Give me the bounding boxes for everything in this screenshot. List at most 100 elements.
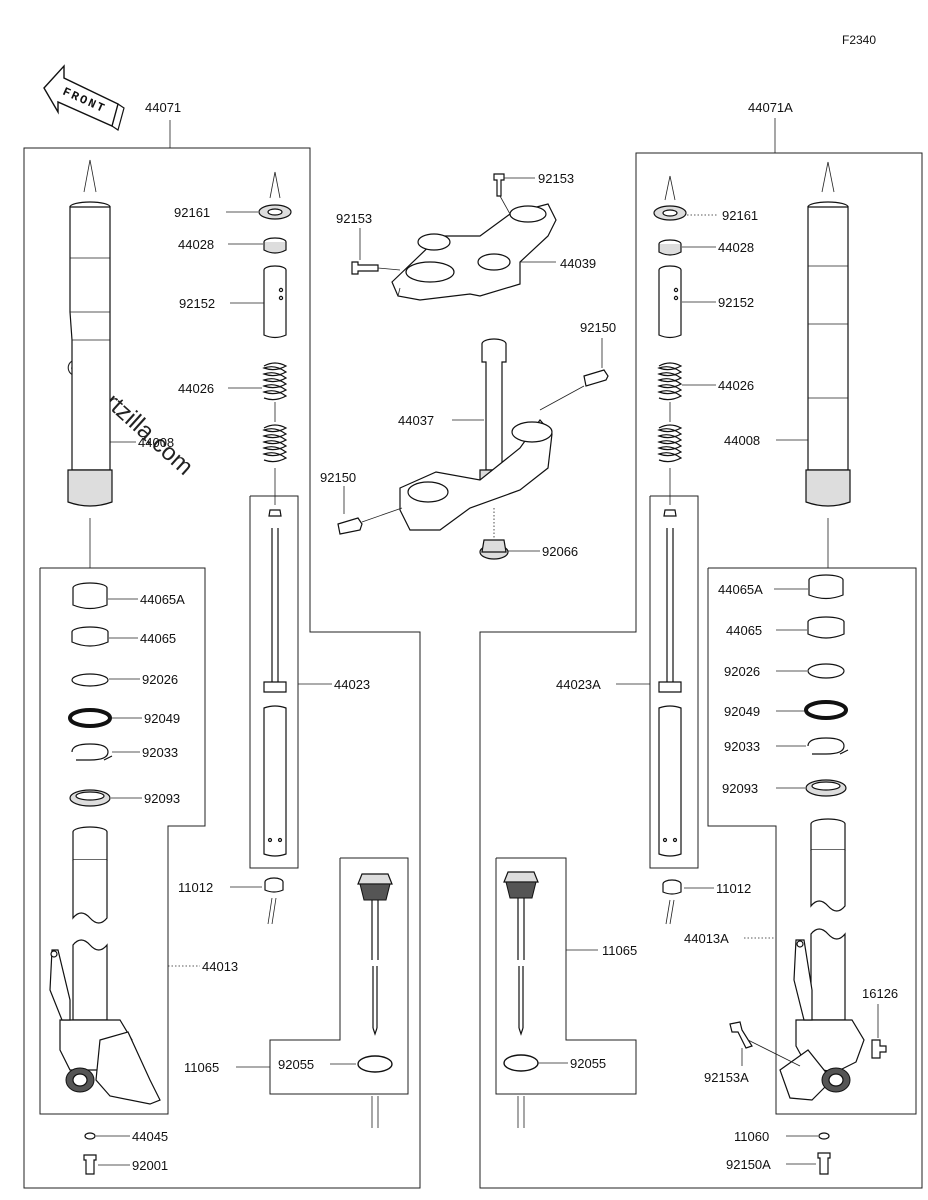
bolt-16126 <box>871 1039 887 1059</box>
frame-44023 <box>249 495 299 869</box>
label-44045: 44045 <box>132 1129 168 1144</box>
damper-rod-44023-left <box>263 509 287 857</box>
label-92150A: 92150A <box>726 1157 771 1172</box>
bolt-92150-left <box>337 517 363 535</box>
bolt-92001 <box>83 1154 97 1175</box>
label-92049-left: 92049 <box>144 711 180 726</box>
spacer-44028-right <box>658 239 682 256</box>
label-92049-right: 92049 <box>724 704 760 719</box>
label-92026-left: 92026 <box>142 672 178 687</box>
bolt-92153-top <box>493 173 505 197</box>
label-92093-right: 92093 <box>722 781 758 796</box>
front-arrow-icon: FRONT <box>43 64 125 131</box>
label-92066: 92066 <box>542 544 578 559</box>
label-16126: 16126 <box>862 986 898 1001</box>
washer-92026-right <box>807 663 845 679</box>
frame-44071 <box>23 147 421 1189</box>
label-44023: 44023 <box>334 677 370 692</box>
label-11060: 11060 <box>734 1129 769 1144</box>
label-11065-right: 11065 <box>602 943 637 958</box>
label-92001: 92001 <box>132 1158 168 1173</box>
label-11012-right: 11012 <box>716 881 751 896</box>
frame-44013A <box>707 567 917 1115</box>
label-44071A: 44071A <box>748 100 793 115</box>
washer-11060 <box>818 1132 830 1140</box>
label-44065A-left: 44065A <box>140 592 185 607</box>
label-44039: 44039 <box>560 256 596 271</box>
label-92152-right: 92152 <box>718 295 754 310</box>
label-92153-top: 92153 <box>538 171 574 186</box>
label-44013: 44013 <box>202 959 238 974</box>
spring-44026-left <box>262 362 288 463</box>
label-92152-left: 92152 <box>179 296 215 311</box>
label-44065-right: 44065 <box>726 623 762 638</box>
frame-44071A <box>479 152 923 1189</box>
frame-44023A <box>649 495 699 869</box>
washer-44045 <box>84 1132 96 1140</box>
upper-clamp-44039 <box>391 203 557 301</box>
label-11065-left: 11065 <box>184 1060 219 1075</box>
figure-code: F2340 <box>842 33 876 47</box>
bushing-44065A-left <box>72 582 108 610</box>
label-92055-left: 92055 <box>278 1057 314 1072</box>
label-92033-left: 92033 <box>142 745 178 760</box>
spring-44026-right <box>657 362 683 463</box>
label-44065-left: 44065 <box>140 631 176 646</box>
label-44013A: 44013A <box>684 931 729 946</box>
bolt-92153-side <box>351 261 379 275</box>
label-44071: 44071 <box>145 100 181 115</box>
circlip-92033-left <box>71 743 113 761</box>
bolt-92150A <box>817 1152 831 1175</box>
outer-tube-44008-left <box>67 159 113 568</box>
label-92161-left: 92161 <box>174 205 210 220</box>
frame-11065-right <box>495 857 637 1095</box>
label-44008-right: 44008 <box>724 433 760 448</box>
label-44023A: 44023A <box>556 677 601 692</box>
inner-tube-44013A-right <box>779 818 865 1101</box>
label-92055-right: 92055 <box>570 1056 606 1071</box>
label-44028-left: 44028 <box>178 237 214 252</box>
outer-tube-44008-right <box>805 161 851 568</box>
label-44026-right: 44026 <box>718 378 754 393</box>
bushing-44065-left <box>71 626 109 647</box>
bolt-92150-right <box>583 369 609 387</box>
dust-seal-92093-right <box>805 779 847 797</box>
damper-rod-44023A-right <box>658 509 682 857</box>
label-92153-side: 92153 <box>336 211 372 226</box>
label-44065A-right: 44065A <box>718 582 763 597</box>
dust-seal-92093-left <box>69 789 111 807</box>
collar-92152-right <box>658 265 682 339</box>
left-fork-assembly: 44071 44008 44065A 44065 9202 <box>23 100 421 1189</box>
bushing-44065A-right <box>808 574 844 600</box>
cartridge-11065-left <box>357 873 393 1128</box>
triple-clamps: 44039 92153 92153 44037 92150 92150 <box>320 171 616 560</box>
bushing-44065-right <box>807 616 845 639</box>
circlip-92033-right <box>807 737 849 755</box>
oil-seal-92049-right <box>804 700 848 720</box>
label-44037: 44037 <box>398 413 434 428</box>
label-44026-left: 44026 <box>178 381 214 396</box>
washer-92026-left <box>71 673 109 687</box>
frame-11065-left <box>269 857 409 1095</box>
cartridge-11065-right <box>503 871 539 1128</box>
label-92033-right: 92033 <box>724 739 760 754</box>
spacer-44028-left <box>263 237 287 254</box>
label-92150-left: 92150 <box>320 470 356 485</box>
nut-92066 <box>479 539 509 560</box>
label-92150-right: 92150 <box>580 320 616 335</box>
label-92026-right: 92026 <box>724 664 760 679</box>
label-92161-right: 92161 <box>722 208 758 223</box>
oil-seal-92049-left <box>68 708 112 728</box>
bolt-92153A <box>729 1021 753 1049</box>
label-44008-left: 44008 <box>138 435 174 450</box>
label-11012-left: 11012 <box>178 880 213 895</box>
label-92153A: 92153A <box>704 1070 749 1085</box>
label-92093-left: 92093 <box>144 791 180 806</box>
frame-44013 <box>39 567 206 1115</box>
right-fork-assembly: 44071A 44008 44065A 44065 92026 <box>479 100 923 1189</box>
inner-tube-44013-left <box>49 826 161 1105</box>
label-44028-right: 44028 <box>718 240 754 255</box>
lower-clamp-stem-44037 <box>399 338 553 531</box>
